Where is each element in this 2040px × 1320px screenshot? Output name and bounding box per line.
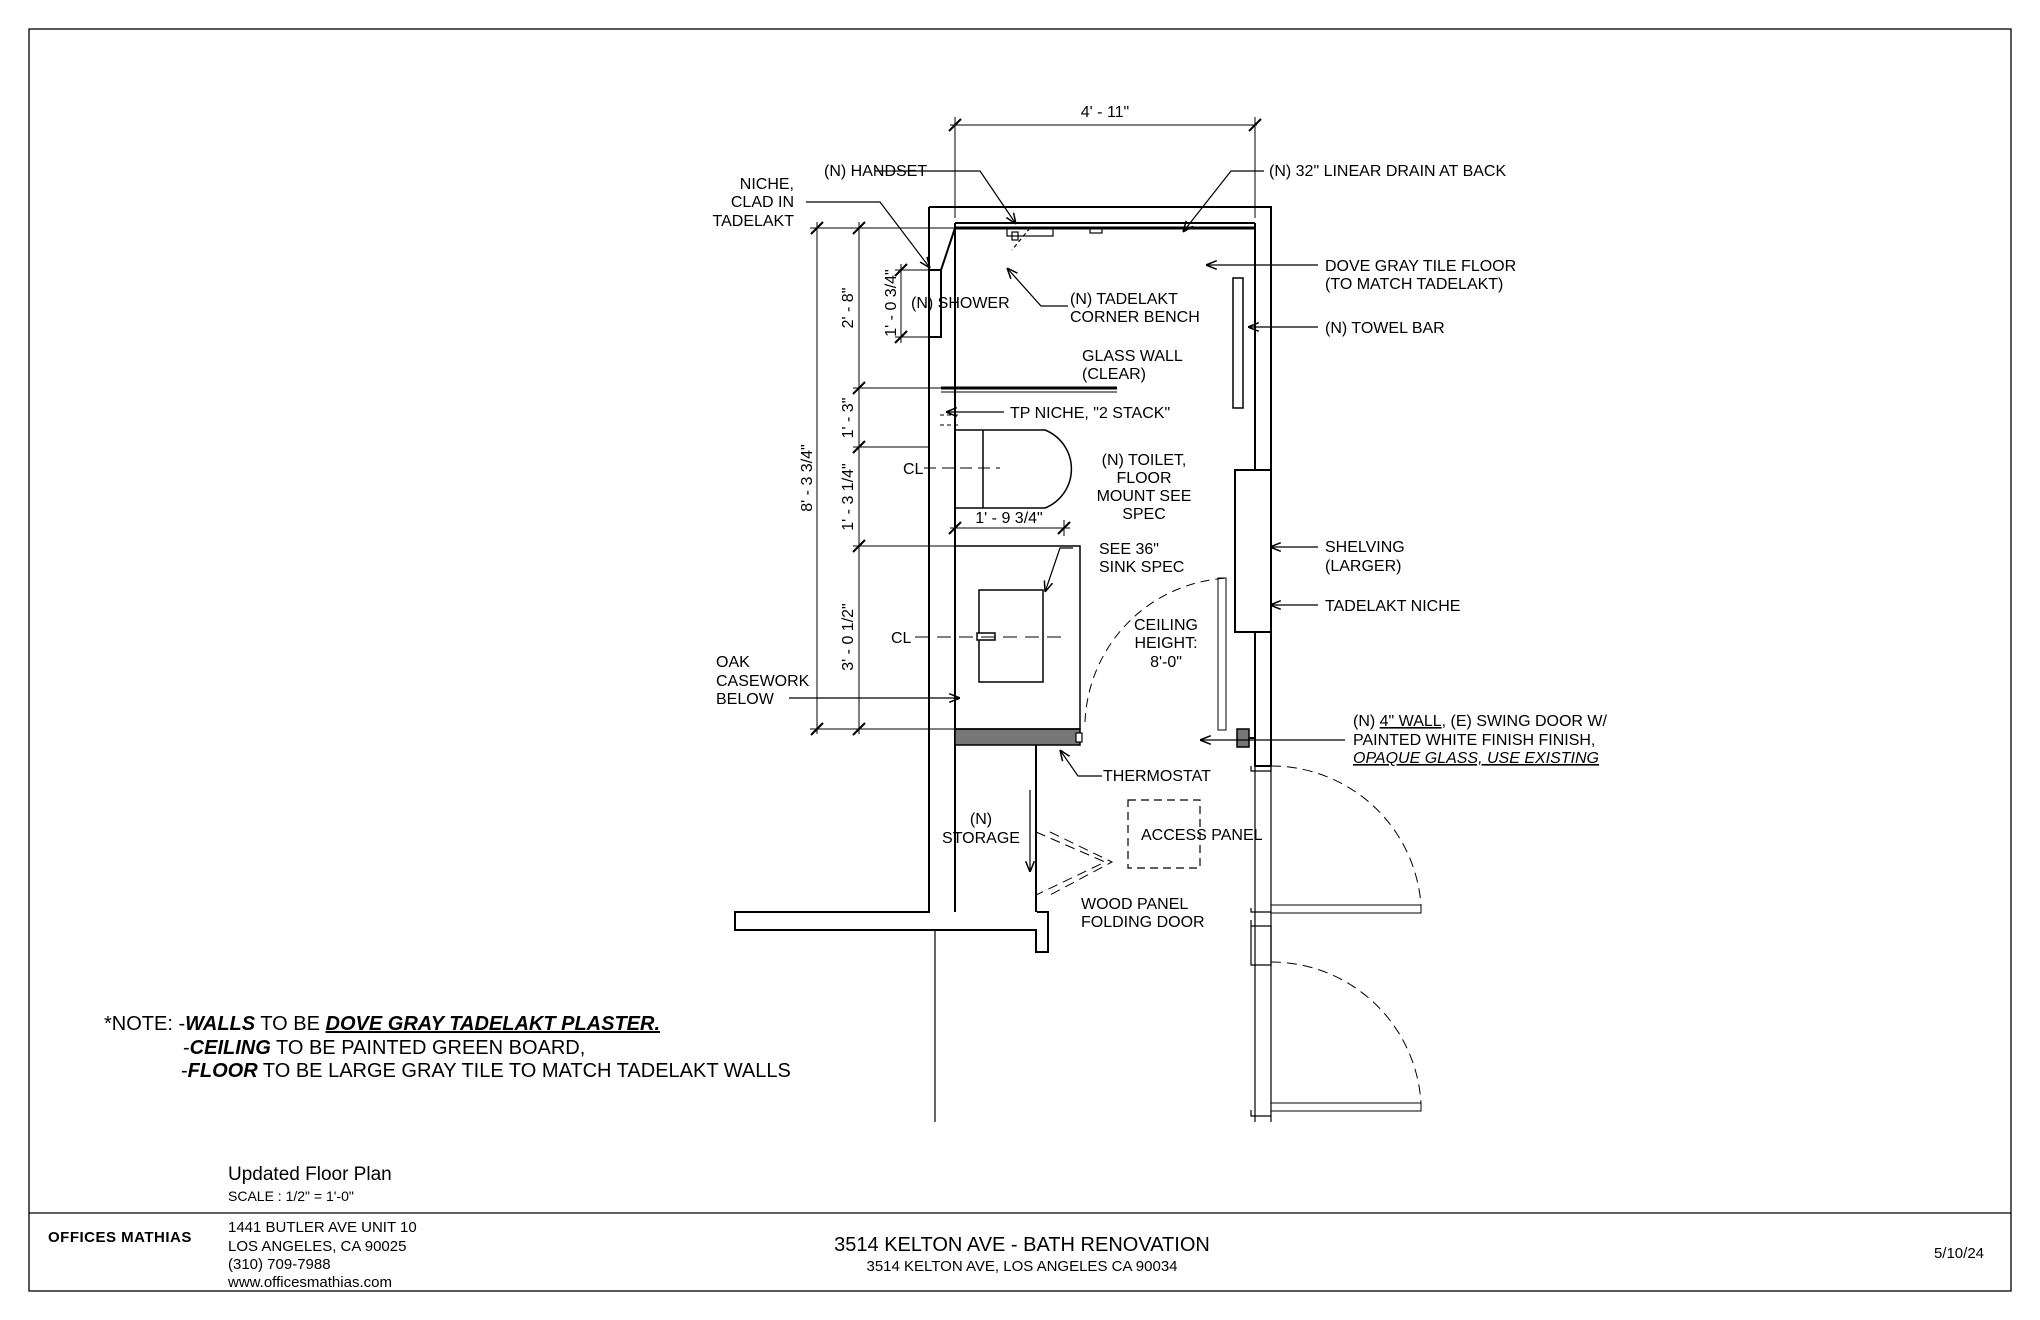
drawing-scale: SCALE : 1/2" = 1'-0" (228, 1188, 354, 1204)
dim-toilet-width: 1' - 9 3/4" (975, 510, 1042, 527)
casework-label-3: BELOW (716, 691, 775, 708)
towel-bar (1232, 277, 1244, 409)
access-panel (1127, 799, 1201, 869)
door-swing-arc (1084, 577, 1231, 723)
note-ceiling: -CEILING TO BE PAINTED GREEN BOARD, (183, 1037, 585, 1059)
storage-label-1: (N) (970, 811, 992, 828)
thermostat-icon (1075, 732, 1083, 743)
linear-drain-label: (N) 32" LINEAR DRAIN AT BACK (1269, 163, 1506, 180)
leader-lines (789, 170, 1345, 777)
storage-label-2: STORAGE (942, 830, 1020, 847)
ceiling-label-3: 8'-0" (1150, 654, 1182, 671)
dim-toilet-offset: 1' - 3" (840, 398, 857, 439)
casework-label-2: CASEWORK (716, 673, 810, 690)
tp-niche-label: TP NICHE, "2 STACK" (1010, 405, 1170, 422)
sink (954, 545, 1081, 730)
dim-overall-depth: 8' - 3 3/4" (799, 444, 816, 511)
glass-wall-label-1: GLASS WALL (1082, 348, 1183, 365)
niche-label-1: NICHE, (740, 176, 794, 193)
right-door-wall (1236, 728, 1250, 748)
dim-overall-width: 4' - 11" (1081, 104, 1129, 121)
shower-fixtures (1006, 227, 1103, 251)
firm-address-1: 1441 BUTLER AVE UNIT 10 (228, 1219, 417, 1236)
folding-door-label-2: FOLDING DOOR (1081, 914, 1205, 931)
ceiling-label-1: CEILING (1134, 617, 1198, 634)
dim-shower-depth: 2' - 8" (840, 288, 857, 329)
tile-floor-label-2: (TO MATCH TADELAKT) (1325, 276, 1503, 293)
niche-label-3: TADELAKT (713, 213, 795, 230)
tadelakt-niche-label: TADELAKT NICHE (1325, 598, 1460, 615)
drawing-title: Updated Floor Plan (228, 1164, 392, 1185)
cl-label-sink: CL (891, 630, 912, 647)
dim-niche-height: 1' - 0 3/4" (883, 269, 900, 336)
thermostat-label: THERMOSTAT (1103, 768, 1211, 785)
tile-floor-label-1: DOVE GRAY TILE FLOOR (1325, 258, 1516, 275)
niche-label-2: CLAD IN (731, 194, 794, 211)
thermostat-wall (954, 728, 1081, 746)
walls (734, 206, 1272, 1122)
door-leaf (1217, 577, 1227, 731)
project-address: 3514 KELTON AVE, LOS ANGELES CA 90034 (866, 1258, 1177, 1275)
firm-website: www.officesmathias.com (227, 1274, 392, 1291)
note-floor: -FLOOR TO BE LARGE GRAY TILE TO MATCH TA… (181, 1060, 791, 1082)
sink-label-2: SINK SPEC (1099, 559, 1184, 576)
ceiling-label-2: HEIGHT: (1134, 635, 1197, 652)
firm-address-2: LOS ANGELES, CA 90025 (228, 1238, 406, 1255)
casework-label-1: OAK (716, 654, 750, 671)
shower-label: (N) SHOWER (911, 295, 1010, 312)
sink-label-1: SEE 36" (1099, 541, 1159, 558)
toilet-label-4: SPEC (1122, 506, 1166, 523)
firm-name: OFFICES MATHIAS (48, 1229, 192, 1246)
toilet-label-3: MOUNT SEE (1097, 488, 1192, 505)
folding-door (1035, 831, 1114, 896)
toilet (954, 429, 1073, 509)
shelving-label-1: SHELVING (1325, 539, 1405, 556)
towel-bar-label: (N) TOWEL BAR (1325, 320, 1445, 337)
project-title: 3514 KELTON AVE - BATH RENOVATION (834, 1234, 1210, 1256)
note-walls: *NOTE: -WALLS TO BE DOVE GRAY TADELAKT P… (104, 1013, 660, 1035)
door-label-3: OPAQUE GLASS, USE EXISTING (1353, 750, 1599, 767)
exterior-doors (1270, 765, 1422, 1112)
bench-label-1: (N) TADELAKT (1070, 291, 1178, 308)
handset-label: (N) HANDSET (824, 163, 927, 180)
sheet-date: 5/10/24 (1934, 1245, 1984, 1262)
sheet-border (28, 28, 2012, 1292)
cl-label-toilet: CL (903, 461, 924, 478)
dim-toilet-span: 1' - 3 1/4" (840, 463, 857, 530)
toilet-label-2: FLOOR (1116, 470, 1171, 487)
glass-wall-label-2: (CLEAR) (1082, 366, 1146, 383)
bench-label-2: CORNER BENCH (1070, 309, 1200, 326)
firm-phone: (310) 709-7988 (228, 1256, 331, 1273)
door-label-1: (N) 4" WALL, (E) SWING DOOR W/ (1353, 713, 1608, 730)
dimension-lines (810, 117, 1262, 736)
shelving-label-2: (LARGER) (1325, 558, 1401, 575)
access-panel-label: ACCESS PANEL (1141, 827, 1263, 844)
toilet-label-1: (N) TOILET, (1102, 452, 1187, 469)
dim-sink-zone: 3' - 0 1/2" (840, 603, 857, 670)
door-label-2: PAINTED WHITE FINISH FINISH, (1353, 732, 1595, 749)
folding-door-label-1: WOOD PANEL (1081, 896, 1188, 913)
